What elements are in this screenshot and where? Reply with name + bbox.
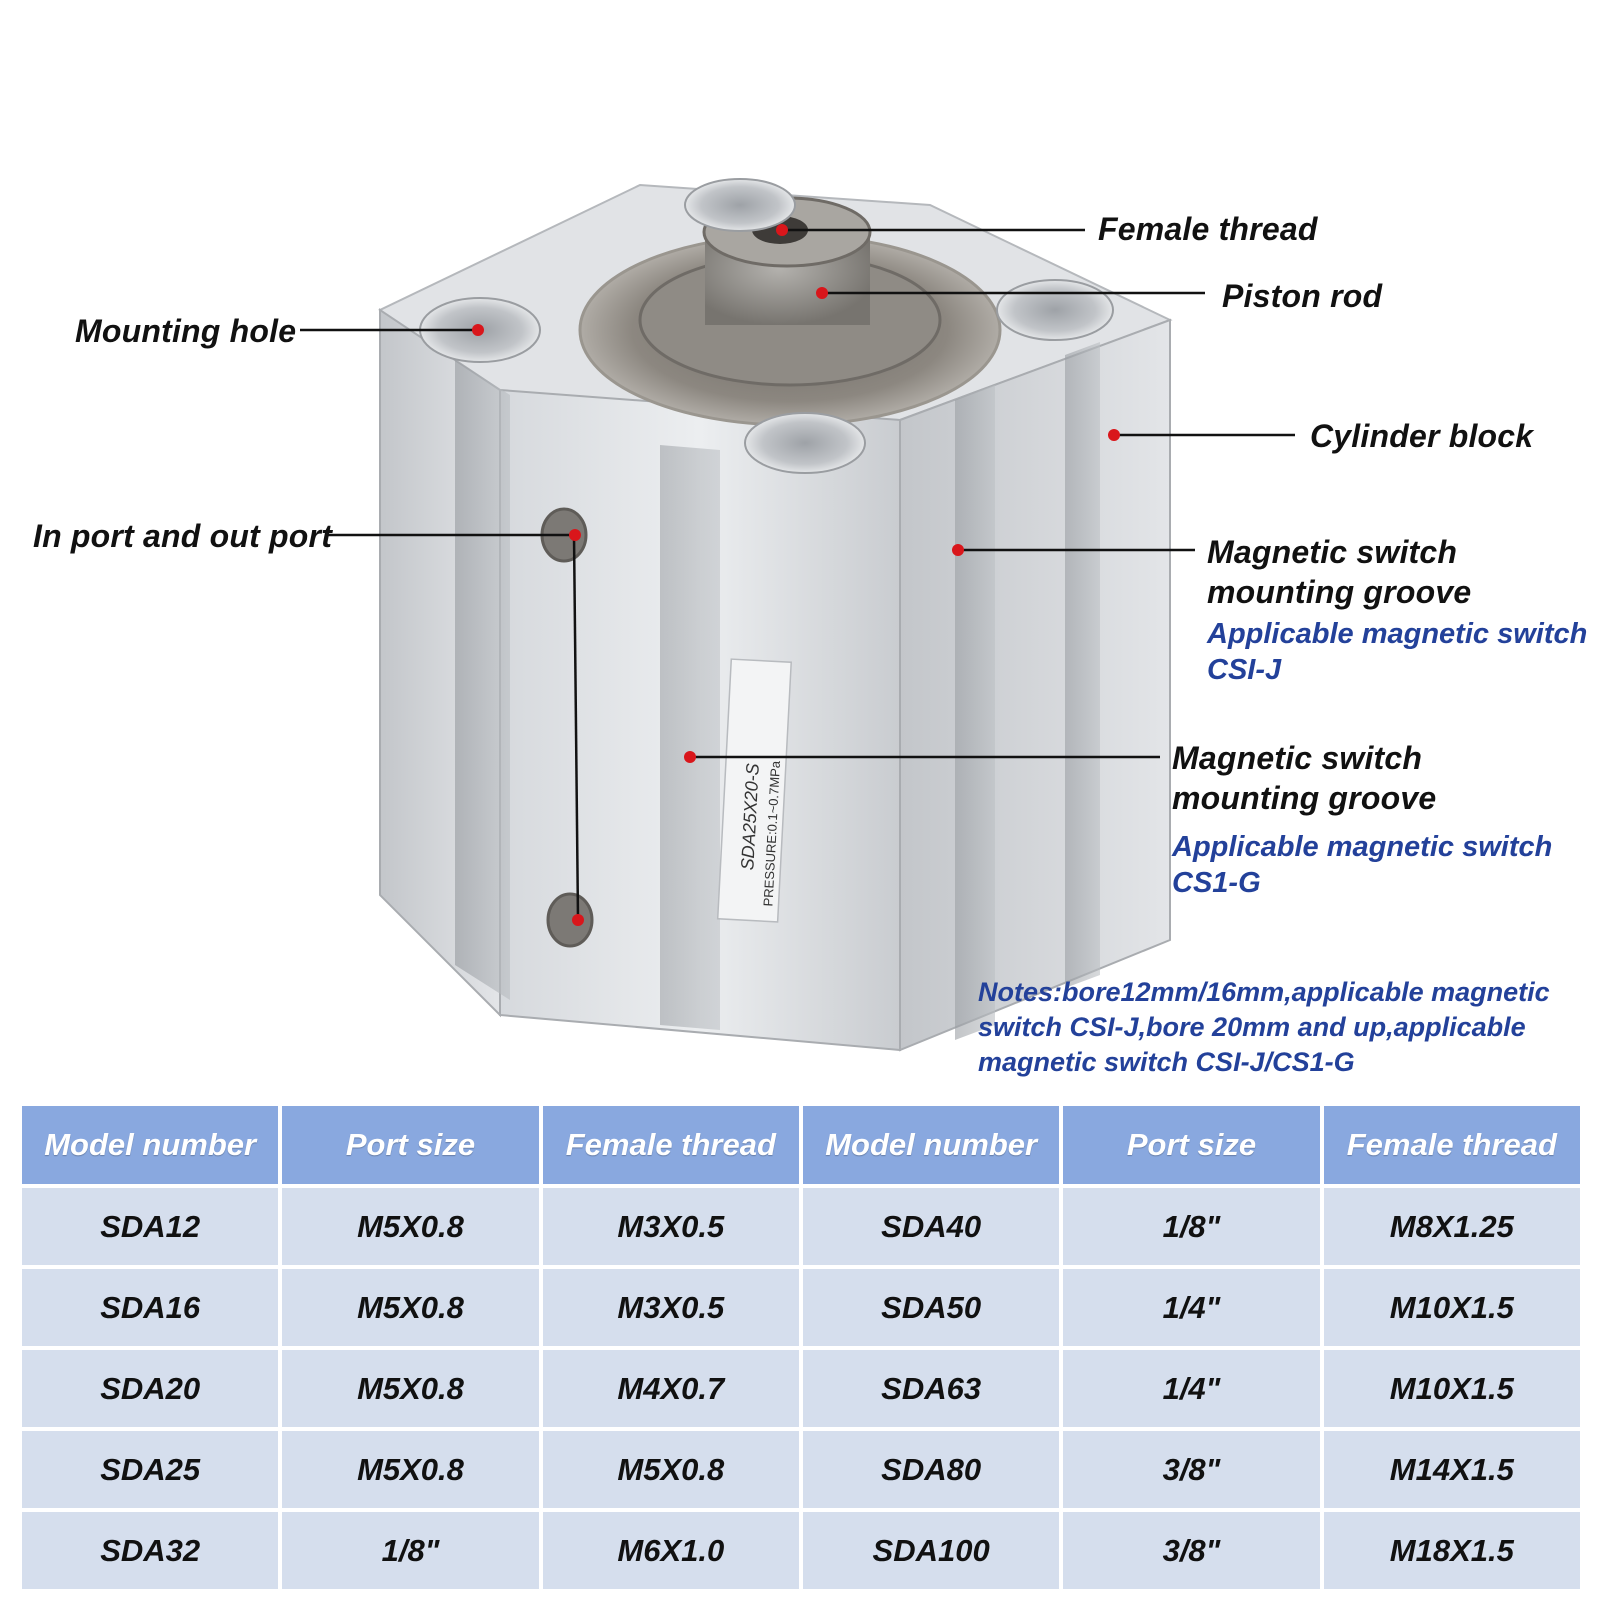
header-port-size-2: Port size: [1063, 1106, 1320, 1184]
dot-piston-rod: [816, 287, 828, 299]
header-female-thread-2: Female thread: [1323, 1106, 1580, 1184]
port-bottom: [546, 892, 594, 948]
dot-groove-2: [684, 751, 696, 763]
table-cell: M5X0.8: [282, 1269, 539, 1346]
table-cell: SDA32: [22, 1512, 279, 1589]
right-groove-1: [955, 385, 995, 1040]
table-cell: 3/8": [1063, 1512, 1320, 1589]
table-cell: 1/8": [282, 1512, 539, 1589]
header-model-number-1: Model number: [22, 1106, 279, 1184]
label-groove-1-sub1: Applicable magnetic switch: [1207, 618, 1588, 650]
notes-line-3: magnetic switch CSI-J/CS1-G: [978, 1047, 1355, 1078]
table-cell: M14X1.5: [1323, 1431, 1580, 1508]
table-cell: SDA25: [22, 1431, 279, 1508]
table-cell: M5X0.8: [282, 1188, 539, 1265]
label-groove-1-sub2: CSI-J: [1207, 654, 1282, 686]
table-row: SDA12 M5X0.8 M3X0.5 SDA40 1/8" M8X1.25: [22, 1188, 1580, 1265]
label-in-out-port: In port and out port: [33, 518, 333, 554]
table-row: SDA25 M5X0.8 M5X0.8 SDA80 3/8" M14X1.5: [22, 1431, 1580, 1508]
mounting-hole-right: [996, 279, 1114, 341]
table-cell: M5X0.8: [542, 1431, 799, 1508]
table-cell: 3/8": [1063, 1431, 1320, 1508]
table-cell: M6X1.0: [542, 1512, 799, 1589]
table-cell: SDA20: [22, 1350, 279, 1427]
table-cell: SDA16: [22, 1269, 279, 1346]
table-cell: M3X0.5: [542, 1269, 799, 1346]
label-groove-2-line1: Magnetic switch: [1172, 740, 1423, 776]
model-plate: SDA25X20-S PRESSURE:0.1~0.7MPa: [716, 658, 793, 923]
label-piston-rod: Piston rod: [1222, 278, 1383, 314]
header-port-size-1: Port size: [282, 1106, 539, 1184]
table-cell: M8X1.25: [1323, 1188, 1580, 1265]
right-groove-2: [1065, 342, 1100, 988]
dot-cylinder-block: [1108, 429, 1120, 441]
table-cell: M10X1.5: [1323, 1269, 1580, 1346]
table-row: SDA16 M5X0.8 M3X0.5 SDA50 1/4" M10X1.5: [22, 1269, 1580, 1346]
label-groove-2-sub2: CS1-G: [1172, 867, 1261, 899]
notes-line-2: switch CSI-J,bore 20mm and up,applicable: [978, 1012, 1526, 1043]
mounting-hole-back: [684, 178, 796, 232]
header-model-number-2: Model number: [802, 1106, 1060, 1184]
label-female-thread: Female thread: [1098, 211, 1318, 247]
table-cell: SDA63: [802, 1350, 1060, 1427]
table-cell: M5X0.8: [282, 1431, 539, 1508]
table-cell: 1/4": [1063, 1269, 1320, 1346]
table-cell: M3X0.5: [542, 1188, 799, 1265]
label-groove-1-line1: Magnetic switch: [1207, 534, 1458, 570]
table-cell: 1/8": [1063, 1188, 1320, 1265]
dot-in-out-port-bottom: [572, 914, 584, 926]
notes: Notes:bore12mm/16mm,applicable magnetic …: [978, 975, 1588, 1080]
dot-female-thread: [776, 224, 788, 236]
spec-table: Model number Port size Female thread Mod…: [18, 1102, 1584, 1593]
table-cell: SDA12: [22, 1188, 279, 1265]
table-cell: M18X1.5: [1323, 1512, 1580, 1589]
table-header-row: Model number Port size Female thread Mod…: [22, 1106, 1580, 1184]
dot-mounting-hole: [472, 324, 484, 336]
table-row: SDA20 M5X0.8 M4X0.7 SDA63 1/4" M10X1.5: [22, 1350, 1580, 1427]
dot-groove-1: [952, 544, 964, 556]
mounting-hole-front: [744, 412, 866, 474]
table-row: SDA32 1/8" M6X1.0 SDA100 3/8" M18X1.5: [22, 1512, 1580, 1589]
table-cell: SDA40: [802, 1188, 1060, 1265]
label-groove-2-sub1: Applicable magnetic switch: [1172, 831, 1553, 863]
table-cell: M5X0.8: [282, 1350, 539, 1427]
label-mounting-hole: Mounting hole: [75, 313, 297, 349]
table-cell: M4X0.7: [542, 1350, 799, 1427]
leader-port-vertical: [572, 534, 580, 921]
label-groove-1-line2: mounting groove: [1207, 574, 1472, 610]
front-groove: [660, 445, 720, 1030]
cylinder-illustration: SDA25X20-S PRESSURE:0.1~0.7MPa: [300, 178, 1295, 1052]
table-cell: 1/4": [1063, 1350, 1320, 1427]
left-groove: [455, 360, 510, 1000]
table-cell: SDA80: [802, 1431, 1060, 1508]
label-groove-2-line2: mounting groove: [1172, 780, 1437, 816]
notes-line-1: Notes:bore12mm/16mm,applicable magnetic: [978, 977, 1550, 1007]
right-face: [899, 318, 1171, 1052]
cylinder-diagram: SDA25X20-S PRESSURE:0.1~0.7MPa Female th: [33, 178, 1588, 1052]
dot-in-out-port-top: [569, 529, 581, 541]
header-female-thread-1: Female thread: [542, 1106, 799, 1184]
label-cylinder-block: Cylinder block: [1310, 418, 1534, 454]
table-cell: SDA50: [802, 1269, 1060, 1346]
table-cell: SDA100: [802, 1512, 1060, 1589]
table-cell: M10X1.5: [1323, 1350, 1580, 1427]
